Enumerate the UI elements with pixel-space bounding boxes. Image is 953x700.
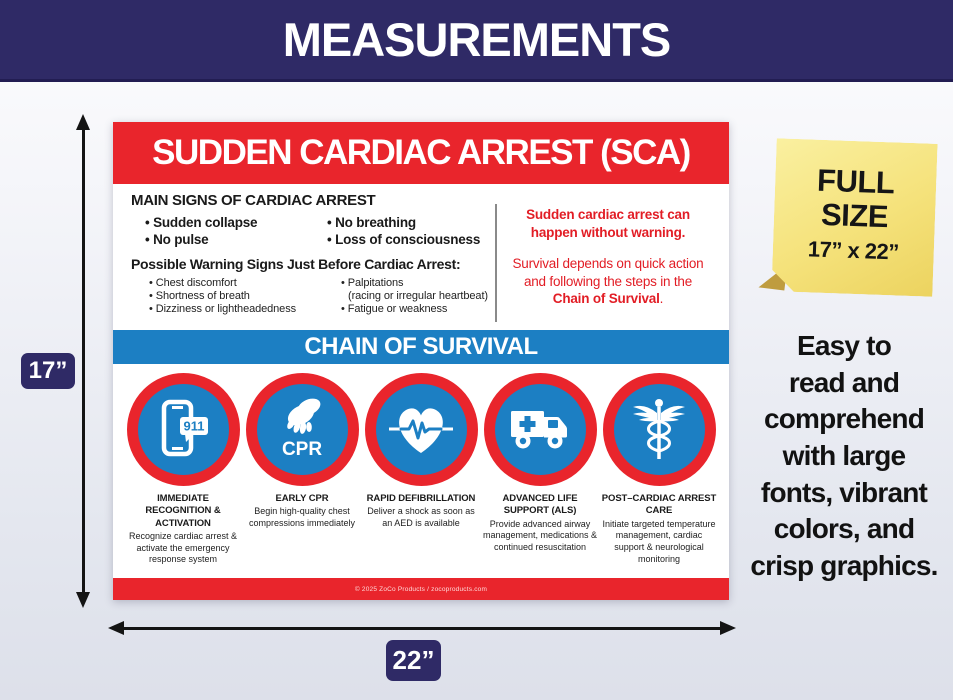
heart-ecg-icon	[364, 373, 478, 486]
step-title: EARLY CPR	[275, 493, 329, 504]
sign-item: No breathing	[327, 215, 493, 230]
step-description: Recognize cardiac arrest & activate the …	[128, 531, 238, 565]
caption-line: Easy to	[797, 330, 892, 361]
chain-steps-row: 911 IMMEDIATE RECOGNITION & ACTIVATION R…	[113, 364, 729, 578]
chain-step-recognition: 911 IMMEDIATE RECOGNITION & ACTIVATION R…	[125, 373, 241, 578]
sign-item: Sudden collapse	[145, 215, 323, 230]
arrow-left-icon	[108, 621, 124, 635]
step-title: POST–CARDIAC ARREST CARE	[601, 493, 717, 517]
warning-signs-heading: Possible Warning Signs Just Before Cardi…	[131, 256, 461, 272]
width-arrow	[108, 621, 736, 635]
measurements-title: MEASUREMENTS	[282, 13, 672, 66]
callout-prefix: Survival depends on quick action and fol…	[512, 256, 704, 289]
measurements-banner: MEASUREMENTS	[0, 0, 953, 82]
step-description: Provide advanced airway management, medi…	[482, 518, 598, 553]
warning-item: Shortness of breath	[149, 290, 339, 302]
column-divider	[495, 204, 497, 322]
chain-banner-label: CHAIN OF SURVIVAL	[304, 333, 538, 360]
sign-item: No pulse	[145, 232, 323, 247]
step-title: RAPID DEFIBRILLATION	[366, 493, 476, 504]
cpr-hands-icon: CPR	[245, 373, 359, 486]
step-title: ADVANCED LIFE SUPPORT (ALS)	[502, 493, 578, 517]
step-description: Begin high-quality chest compressions im…	[248, 506, 356, 529]
caption-line: fonts, vibrant	[760, 476, 928, 508]
caduceus-icon	[602, 373, 716, 486]
phone-911-icon: 911	[126, 373, 240, 486]
chain-step-cpr: CPR EARLY CPR Begin high-quality chest c…	[244, 373, 360, 578]
sca-poster: SUDDEN CARDIAC ARREST (SCA) MAIN SIGNS O…	[113, 122, 729, 600]
arrow-right-icon	[720, 621, 736, 635]
callout-survival-text: Survival depends on quick action and fol…	[509, 255, 707, 308]
poster-title-banner: SUDDEN CARDIAC ARREST (SCA)	[113, 122, 729, 184]
sticky-line-full: FULL	[816, 162, 895, 201]
warning-signs-list: Chest discomfort Palpitations Shortness …	[149, 277, 493, 315]
red-callout-section: Sudden cardiac arrest can happen without…	[497, 192, 715, 330]
arrow-up-icon	[76, 114, 90, 130]
step-description: Deliver a shock as soon as an AED is ava…	[367, 506, 475, 529]
caption-line: comprehend	[763, 403, 925, 435]
callout-warning-text: Sudden cardiac arrest can happen without…	[526, 207, 690, 240]
caption-line: crisp graphics.	[750, 550, 938, 582]
poster-upper-content: MAIN SIGNS OF CARDIAC ARREST Sudden coll…	[113, 184, 729, 330]
height-arrow	[76, 114, 90, 608]
warning-item: Dizziness or lightheadedness	[149, 303, 339, 315]
warning-item-continuation: (racing or irregular heartbeat)	[348, 290, 488, 302]
arrow-down-icon	[76, 592, 90, 608]
step-title: IMMEDIATE RECOGNITION & ACTIVATION	[145, 493, 221, 529]
icon-911-label: 911	[184, 418, 205, 433]
full-size-sticky-note: FULL SIZE 17” x 22”	[771, 138, 937, 297]
caption-line: with large	[782, 440, 907, 472]
sticky-line-size: SIZE	[820, 196, 889, 234]
chain-step-defibrillation: RAPID DEFIBRILLATION Deliver a shock as …	[363, 373, 479, 578]
poster-title: SUDDEN CARDIAC ARREST (SCA)	[152, 133, 691, 172]
chain-step-post-arrest: POST–CARDIAC ARREST CARE Initiate target…	[601, 373, 717, 578]
warning-item: Chest discomfort	[149, 277, 339, 289]
warning-item: Fatigue or weakness	[341, 303, 493, 315]
callout-suffix: .	[659, 291, 664, 307]
sticky-dimensions: 17” x 22”	[807, 236, 900, 265]
width-badge: 22”	[386, 640, 441, 681]
caption-line: read and	[788, 366, 900, 398]
step-description: Initiate targeted temperature management…	[602, 518, 716, 564]
main-signs-section: MAIN SIGNS OF CARDIAC ARREST Sudden coll…	[131, 192, 493, 330]
chain-of-survival-banner: CHAIN OF SURVIVAL	[113, 330, 729, 364]
main-signs-heading: MAIN SIGNS OF CARDIAC ARREST	[131, 192, 376, 209]
icon-cpr-label: CPR	[282, 439, 322, 460]
caption-line: colors, and	[773, 513, 915, 545]
poster-footer-strip: © 2025 ZoCo Products / zocoproducts.com	[113, 578, 729, 600]
ambulance-icon	[483, 373, 597, 486]
warning-item: Palpitations	[341, 277, 493, 289]
copyright-text: © 2025 ZoCo Products / zocoproducts.com	[354, 585, 488, 593]
chain-step-als: ADVANCED LIFE SUPPORT (ALS) Provide adva…	[482, 373, 598, 578]
marketing-caption: Easy to read and comprehend with large f…	[738, 328, 950, 585]
callout-chain-bold: Chain of Survival	[552, 291, 660, 307]
height-badge: 17”	[21, 353, 75, 389]
main-signs-list: Sudden collapse No breathing No pulse Lo…	[145, 215, 493, 247]
sign-item: Loss of consciousness	[327, 232, 493, 247]
